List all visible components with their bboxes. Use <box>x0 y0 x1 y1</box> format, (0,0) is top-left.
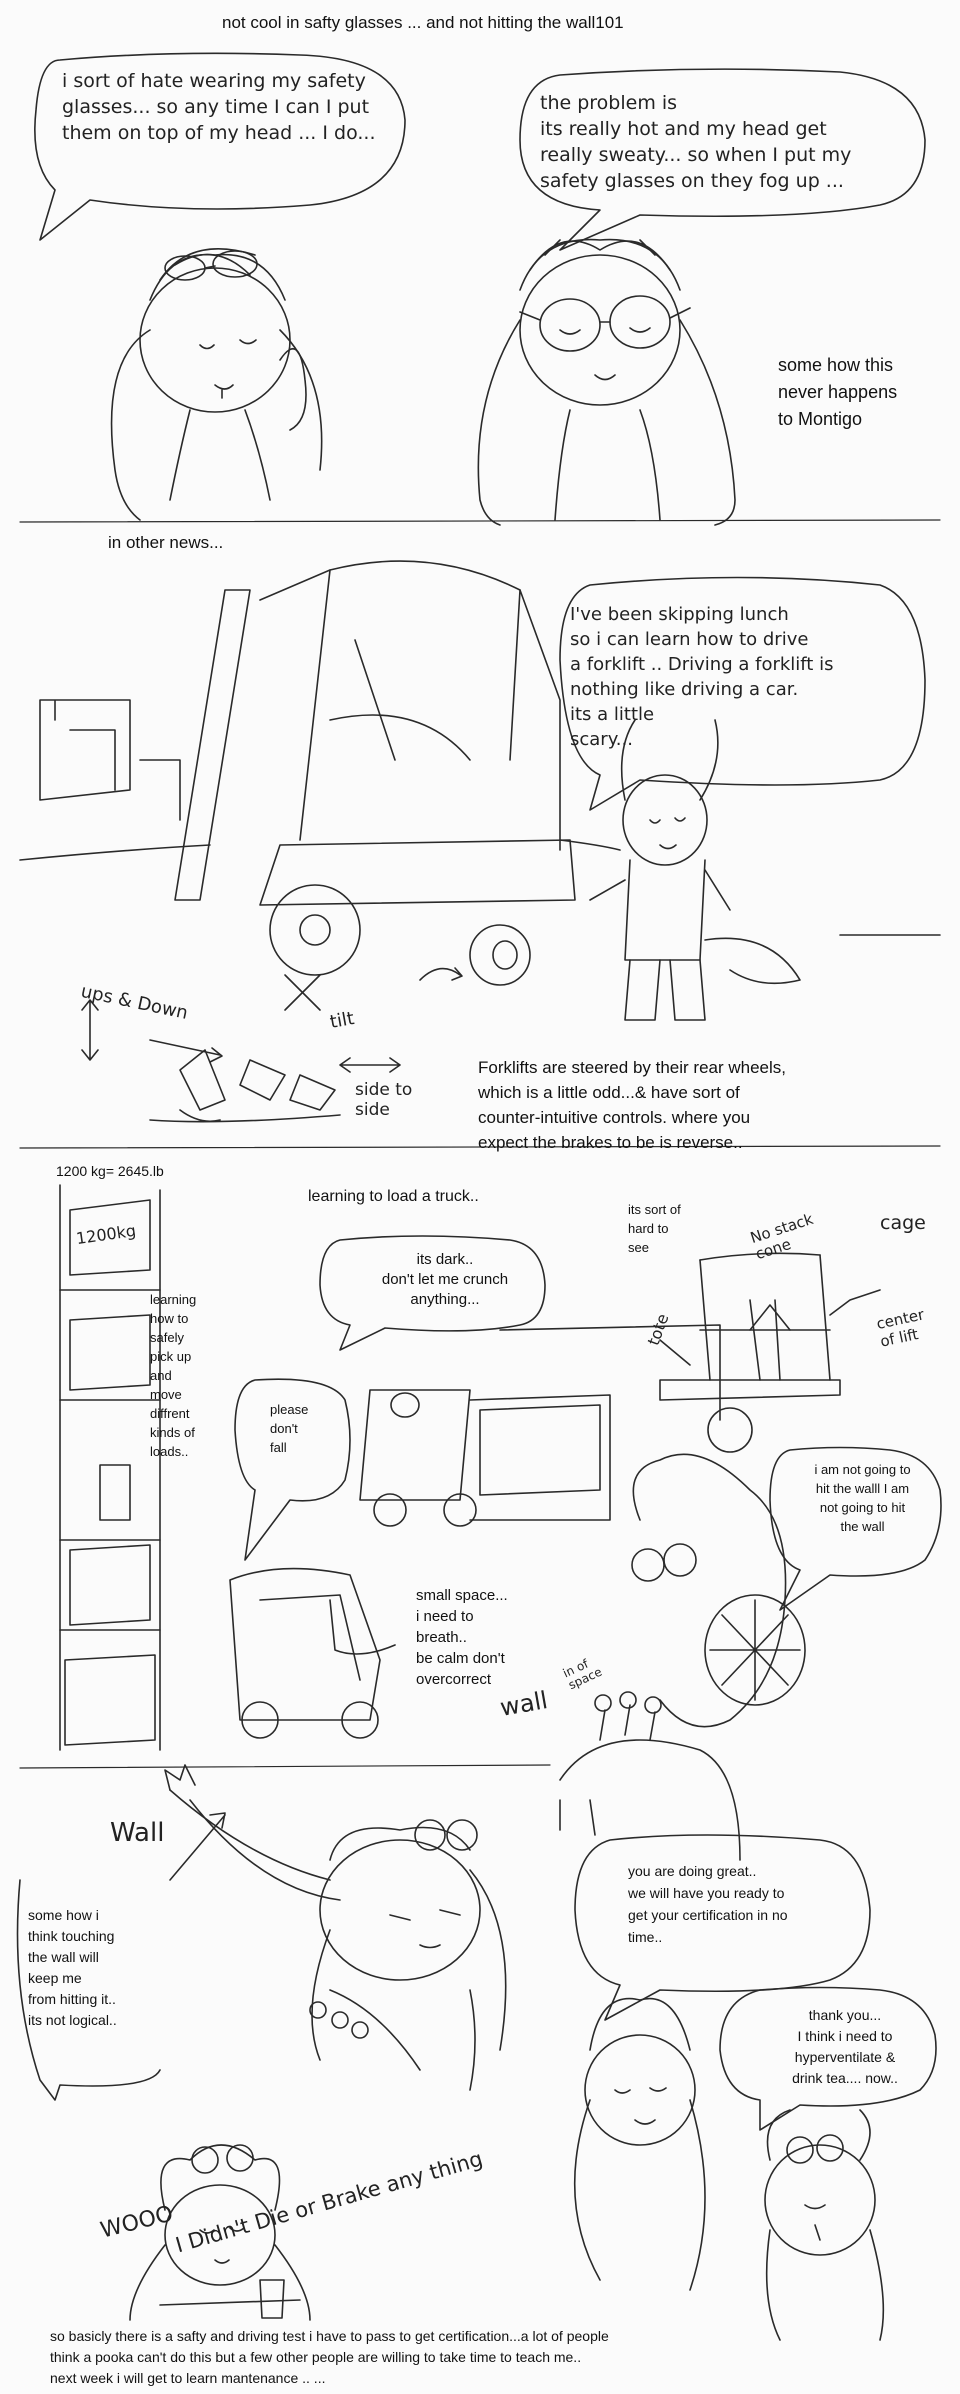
forklift-in-truck <box>359 1324 721 1527</box>
speech-bubble-left-text: i sort of hate wearing my safety glasses… <box>62 70 376 144</box>
label-cage: cage <box>880 1212 926 1234</box>
character-foggy-glasses <box>477 238 736 526</box>
speech-bubble-forklift-text: I've been skipping lunch so i can learn … <box>570 604 834 750</box>
speech-bubble-please-text: please don't fall <box>270 1402 309 1455</box>
label-wall-big: Wall <box>110 1818 165 1848</box>
speech-bubble-thanks <box>719 1986 937 2131</box>
forklift-caption: Forklifts are steered by their rear whee… <box>478 1058 787 1152</box>
speech-bubble-left <box>34 52 406 241</box>
label-tilt: tilt <box>328 1008 356 1033</box>
weight-note: 1200 kg= 2645.lb <box>56 1163 164 1179</box>
forklift-drawing <box>19 560 941 986</box>
note-small-space: small space... i need to breath.. be cal… <box>416 1587 508 1688</box>
note-loads: learning how to safely pick up and move … <box>150 1292 197 1459</box>
speech-bubble-please <box>234 1378 351 1561</box>
speech-bubble-dark-text: its dark.. don't let me crunch anything.… <box>381 1251 509 1308</box>
character-glasses-on-head <box>110 248 323 521</box>
note-bracket <box>16 1879 161 2101</box>
controls-diagram <box>81 967 463 1123</box>
hand-on-wall <box>559 1691 741 1861</box>
forklift-small <box>229 1567 396 1739</box>
speech-bubble-wall-text: i am not going to hit the walll I am not… <box>814 1462 911 1534</box>
speech-bubble-great <box>574 1834 871 2021</box>
label-side-to-side: side to side <box>355 1080 413 1120</box>
load-truck-heading: learning to load a truck.. <box>308 1188 479 1205</box>
footer-note: so basicly there is a safty and driving … <box>50 2328 609 2386</box>
character-standing <box>589 719 801 1021</box>
speech-bubble-right <box>519 68 926 251</box>
character-reaching <box>164 1764 507 2091</box>
speech-bubble-wall <box>769 1446 942 1611</box>
aside-montigo: some how this never happens to Montigo <box>778 355 898 429</box>
loads-shelving <box>59 1184 161 1751</box>
note-touching-wall: some how i think touching the wall will … <box>28 1907 117 2028</box>
characters-instructor-student <box>573 1997 885 2341</box>
note-hard-to-see: its sort of hard to see <box>628 1202 681 1255</box>
speech-bubble-right-text: the problem is its really hot and my hea… <box>540 92 852 192</box>
character-cheering <box>129 2144 311 2321</box>
cage-diagram <box>659 1252 881 1453</box>
speech-bubble-thanks-text: thank you... I think i need to hypervent… <box>792 2007 898 2086</box>
speech-bubble-great-text: you are doing great.. we will have you r… <box>628 1863 788 1945</box>
speech-bubble-dark <box>319 1235 546 1351</box>
character-goggles <box>631 1453 806 1728</box>
other-news-heading: in other news... <box>108 533 224 552</box>
speech-bubble-forklift <box>559 576 926 811</box>
comic-title: not cool in safty glasses ... and not hi… <box>222 13 624 32</box>
